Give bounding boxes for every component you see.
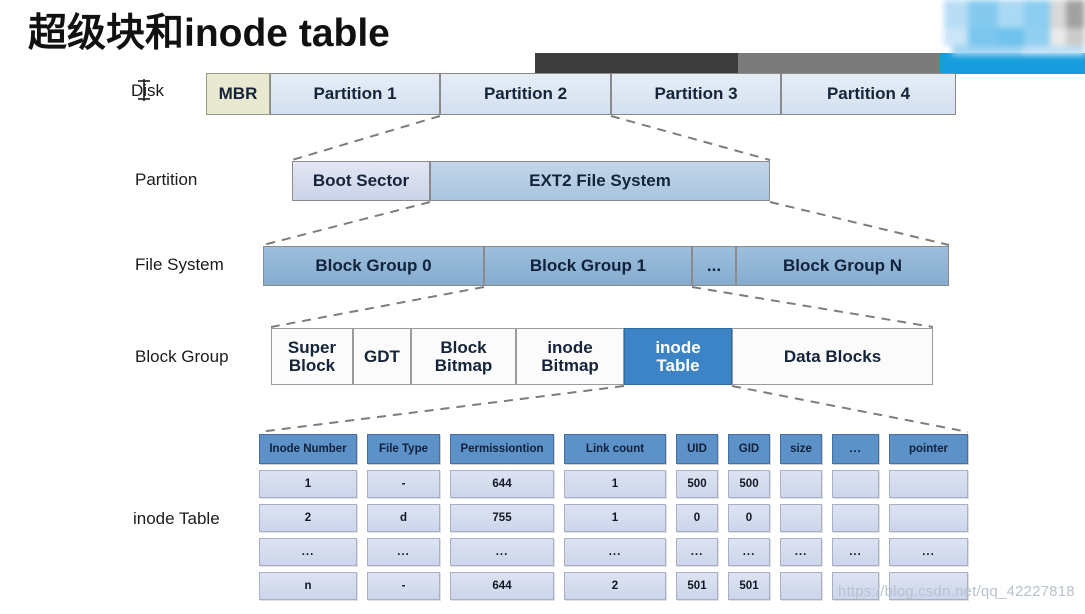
- inode-row-3-cell-gid: ...: [728, 538, 770, 566]
- inode-row-1-cell-pointer: [889, 470, 968, 498]
- filesystem-cell-block-group-n: Block Group N: [736, 246, 949, 286]
- blockgroup-cell-super-block-line2: Block: [288, 355, 336, 375]
- row-label-inode-table: inode Table: [133, 509, 220, 528]
- blockgroup-cell-inode-table-highlighted: inode Table: [624, 328, 732, 385]
- disk-cell-mbr: MBR: [206, 73, 270, 115]
- inode-row-3-cell-pointer: ...: [889, 538, 968, 566]
- inode-row-1-cell-file-type: -: [367, 470, 440, 498]
- inode-row-2-cell-pointer: [889, 504, 968, 532]
- blurred-logo-watermark: [944, 0, 1085, 56]
- inode-row-4-cell-inode-number: n: [259, 572, 357, 600]
- row-label-block-group: Block Group: [135, 347, 229, 366]
- inode-header-uid: UID: [676, 434, 718, 464]
- disk-cell-partition-1: Partition 1: [270, 73, 440, 115]
- inode-header-gid: GID: [728, 434, 770, 464]
- disk-cell-partition-3: Partition 3: [611, 73, 781, 115]
- inode-header-file-type: File Type: [367, 434, 440, 464]
- disk-cell-partition-4: Partition 4: [781, 73, 956, 115]
- inode-row-4-cell-size: [780, 572, 822, 600]
- inode-row-3-cell-permission: ...: [450, 538, 554, 566]
- inode-row-4-cell-gid: 501: [728, 572, 770, 600]
- decor-bar-dark-segment: [535, 53, 738, 74]
- blockgroup-cell-block-bitmap: Block Bitmap: [411, 328, 516, 385]
- inode-header-link-count: Link count: [564, 434, 666, 464]
- inode-row-2-cell-uid: 0: [676, 504, 718, 532]
- inode-row-1-cell-inode-number: 1: [259, 470, 357, 498]
- blockgroup-cell-inode-bitmap: inode Bitmap: [516, 328, 624, 385]
- inode-header-size: size: [780, 434, 822, 464]
- inode-row-2-cell-file-type: d: [367, 504, 440, 532]
- inode-row-4-cell-permission: 644: [450, 572, 554, 600]
- inode-row-2-cell-link-count: 1: [564, 504, 666, 532]
- blockgroup-cell-inode-table-line1: inode: [655, 337, 701, 357]
- inode-row-1-cell-permission: 644: [450, 470, 554, 498]
- row-label-partition: Partition: [135, 170, 198, 189]
- filesystem-cell-block-group-1: Block Group 1: [484, 246, 692, 286]
- blockgroup-cell-inode-bitmap-line2: Bitmap: [541, 355, 599, 375]
- inode-row-1-cell-size: [780, 470, 822, 498]
- partition-cell-ext2-file-system: EXT2 File System: [430, 161, 770, 201]
- page-title: 超级块和inode table: [28, 12, 390, 55]
- inode-row-4-cell-file-type: -: [367, 572, 440, 600]
- filesystem-cell-block-group-0: Block Group 0: [263, 246, 484, 286]
- inode-row-4-cell-uid: 501: [676, 572, 718, 600]
- row-label-disk: Disk: [131, 81, 165, 100]
- inode-header-pointer: pointer: [889, 434, 968, 464]
- inode-row-4-cell-pointer: [889, 572, 968, 600]
- inode-header-permission: Permissiontion: [450, 434, 554, 464]
- inode-row-3-cell-ellipsis: ...: [832, 538, 879, 566]
- inode-row-1-cell-link-count: 1: [564, 470, 666, 498]
- inode-row-4-cell-link-count: 2: [564, 572, 666, 600]
- filesystem-cell-ellipsis: ...: [692, 246, 736, 286]
- partition-cell-boot-sector: Boot Sector: [292, 161, 430, 201]
- blockgroup-cell-inode-bitmap-line1: inode: [547, 337, 593, 357]
- inode-row-3-cell-link-count: ...: [564, 538, 666, 566]
- blockgroup-cell-block-bitmap-line2: Bitmap: [434, 355, 493, 375]
- inode-row-3-cell-size: ...: [780, 538, 822, 566]
- inode-row-2-cell-permission: 755: [450, 504, 554, 532]
- blockgroup-cell-data-blocks: Data Blocks: [732, 328, 933, 385]
- blockgroup-cell-super-block: Super Block: [271, 328, 353, 385]
- inode-header-inode-number: Inode Number: [259, 434, 357, 464]
- blockgroup-cell-gdt: GDT: [353, 328, 411, 385]
- blockgroup-cell-super-block-line1: Super: [287, 337, 337, 357]
- inode-row-1-cell-gid: 500: [728, 470, 770, 498]
- blockgroup-cell-block-bitmap-line1: Block: [440, 337, 487, 357]
- csdn-watermark: https://blog.csdn.net/qq_42227818: [838, 583, 1075, 600]
- inode-row-2-cell-gid: 0: [728, 504, 770, 532]
- row-label-file-system: File System: [135, 255, 224, 274]
- mouse-cursor-icon: [138, 79, 150, 101]
- inode-row-3-cell-file-type: ...: [367, 538, 440, 566]
- disk-cell-partition-2: Partition 2: [440, 73, 611, 115]
- blockgroup-cell-inode-table-line2: Table: [656, 355, 700, 375]
- inode-row-2-cell-ellipsis: [832, 504, 879, 532]
- inode-row-4-cell-ellipsis: [832, 572, 879, 600]
- decor-bar-gray-segment: [738, 53, 940, 74]
- decor-bar-blue-segment: [940, 53, 1085, 74]
- inode-row-1-cell-ellipsis: [832, 470, 879, 498]
- inode-row-2-cell-inode-number: 2: [259, 504, 357, 532]
- inode-row-1-cell-uid: 500: [676, 470, 718, 498]
- inode-row-3-cell-uid: ...: [676, 538, 718, 566]
- inode-header-ellipsis: ...: [832, 434, 879, 464]
- inode-row-3-cell-inode-number: ...: [259, 538, 357, 566]
- inode-row-2-cell-size: [780, 504, 822, 532]
